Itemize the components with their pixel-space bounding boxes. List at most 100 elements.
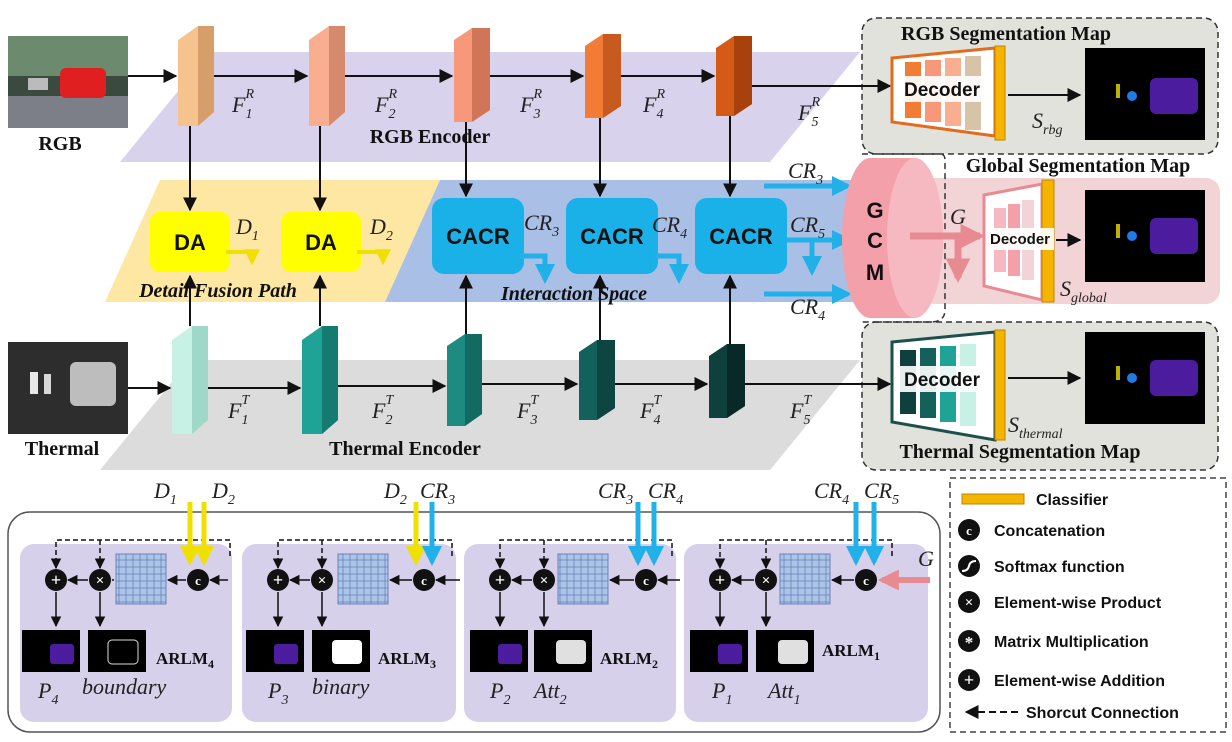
svg-text:D2: D2	[211, 478, 235, 508]
svg-text:F5R: F5R	[797, 95, 820, 130]
svg-text:F1T: F1T	[227, 393, 250, 428]
svg-text:CR3: CR3	[420, 478, 455, 508]
svg-text:M: M	[866, 260, 884, 285]
svg-text:ARLM2: ARLM2	[600, 649, 658, 671]
arlm3-internals: + × c	[246, 539, 460, 672]
arlm-output-labels: P4 boundary P3 binary P2 Att2 P1 Att1	[37, 674, 801, 708]
svg-text:Classifier: Classifier	[1036, 492, 1108, 509]
svg-text:G: G	[950, 204, 966, 229]
rgb-block-2	[309, 26, 345, 126]
legend-classifier: Classifier	[961, 492, 1108, 509]
legend-element-add: + Element-wise Addition	[958, 669, 1165, 691]
svg-text:ARLM4: ARLM4	[156, 649, 214, 671]
svg-text:c: c	[966, 523, 972, 538]
rgb-block-4	[585, 34, 621, 118]
svg-text:×: ×	[318, 573, 327, 589]
svg-text:CR5: CR5	[864, 478, 899, 508]
arlm1-internals: + × c	[690, 539, 893, 672]
svg-text:F3T: F3T	[516, 393, 539, 428]
svg-text:c: c	[863, 573, 869, 588]
svg-text:D1: D1	[235, 214, 259, 244]
svg-text:Matrix Multiplication: Matrix Multiplication	[994, 634, 1149, 651]
svg-text:D1: D1	[153, 478, 177, 508]
interaction-space-label: Interaction Space	[500, 283, 647, 305]
svg-text:G: G	[918, 546, 934, 571]
detail-fusion-path-label: Detail Fusion Path	[138, 280, 297, 302]
rgb-block-5	[716, 36, 752, 116]
arlm2-internals: + × c	[470, 539, 680, 672]
svg-text:Decoder: Decoder	[990, 231, 1050, 248]
svg-text:Decoder: Decoder	[904, 80, 981, 101]
rgb-block-1	[178, 26, 214, 126]
rgb-block-3	[454, 28, 490, 122]
svg-text:F2T: F2T	[371, 393, 394, 428]
svg-text:Concatenation: Concatenation	[994, 523, 1105, 540]
thermal-label: Thermal	[25, 438, 100, 460]
svg-text:CR3: CR3	[788, 158, 823, 188]
svg-text:binary: binary	[312, 674, 370, 699]
svg-text:F1R: F1R	[231, 87, 254, 122]
svg-text:Decoder: Decoder	[904, 370, 981, 391]
arlm-input-arrows	[180, 502, 930, 591]
rgb-input-image	[8, 36, 128, 128]
cacr-block-2: CACR CR4	[566, 198, 689, 284]
svg-text:Softmax function: Softmax function	[994, 559, 1125, 576]
global-seg-map-image	[1085, 190, 1205, 282]
legend-shortcut: Shorcut Connection	[964, 705, 1179, 722]
thermal-seg-title: Thermal Segmentation Map	[899, 441, 1140, 463]
cacr-block-1: CACR CR3	[432, 198, 559, 284]
global-seg-title: Global Segmentation Map	[966, 155, 1190, 177]
svg-text:Element-wise Addition: Element-wise Addition	[994, 673, 1165, 690]
svg-text:+: +	[273, 570, 283, 590]
thermal-feature-blocks	[172, 326, 745, 434]
thermal-encoder-label: Thermal Encoder	[329, 438, 481, 460]
arlm-input-labels: D1 D2 D2 CR3 CR3 CR4 CR4 CR5 G	[153, 478, 934, 571]
thermal-block-2	[302, 326, 338, 434]
svg-text:×: ×	[762, 573, 771, 589]
gcm-output-arrows: G	[910, 204, 985, 283]
svg-text:CR4: CR4	[790, 294, 825, 324]
gcm-input-labels: CR3 CR5 CR4	[788, 158, 825, 324]
svg-text:boundary: boundary	[82, 674, 167, 699]
svg-text:F2R: F2R	[374, 87, 397, 122]
svg-text:F4R: F4R	[642, 87, 665, 122]
legend-softmax: Softmax function	[958, 555, 1125, 577]
svg-text:P4: P4	[37, 678, 58, 708]
rgb-flow-arrows	[128, 69, 892, 93]
svg-text:*: *	[965, 633, 974, 652]
legend-element-product: × Element-wise Product	[958, 591, 1162, 613]
svg-text:×: ×	[96, 573, 105, 589]
svg-text:DA: DA	[305, 230, 337, 255]
rgb-seg-map-image	[1085, 48, 1205, 140]
thermal-block-5	[709, 344, 745, 418]
svg-text:DA: DA	[174, 230, 206, 255]
rgb-label: RGB	[38, 133, 81, 155]
svg-text:D2: D2	[369, 214, 393, 244]
thermal-feature-labels: F1T F2T F3T F4T F5T	[227, 393, 812, 428]
svg-text:P2: P2	[489, 678, 510, 708]
svg-text:F5T: F5T	[789, 393, 812, 428]
svg-text:P1: P1	[711, 678, 732, 708]
svg-text:ARLM1: ARLM1	[822, 641, 880, 663]
arlm4-internals: + × c	[22, 539, 231, 672]
cacr-block-3: CACR	[695, 198, 787, 274]
thermal-block-3	[447, 334, 482, 426]
svg-text:CACR: CACR	[446, 224, 510, 249]
rgb-encoder-label: RGB Encoder	[370, 126, 491, 148]
vertical-arrows	[183, 116, 737, 344]
da-block-1: DA D1	[150, 212, 260, 272]
thermal-flow-arrows	[128, 377, 892, 395]
svg-text:×: ×	[540, 573, 549, 589]
svg-text:ARLM3: ARLM3	[378, 649, 436, 671]
rgb-seg-output: Srbg	[1032, 108, 1062, 138]
svg-text:+: +	[495, 570, 505, 590]
svg-text:CR3: CR3	[598, 478, 633, 508]
svg-text:F4T: F4T	[639, 393, 662, 428]
svg-text:F3R: F3R	[519, 87, 542, 122]
rgb-feature-blocks	[178, 26, 752, 126]
thermal-seg-output: Sthermal	[1008, 412, 1063, 442]
legend-box	[949, 477, 1227, 733]
svg-text:+: +	[715, 570, 725, 590]
da-block-2: DA D2	[281, 212, 393, 272]
